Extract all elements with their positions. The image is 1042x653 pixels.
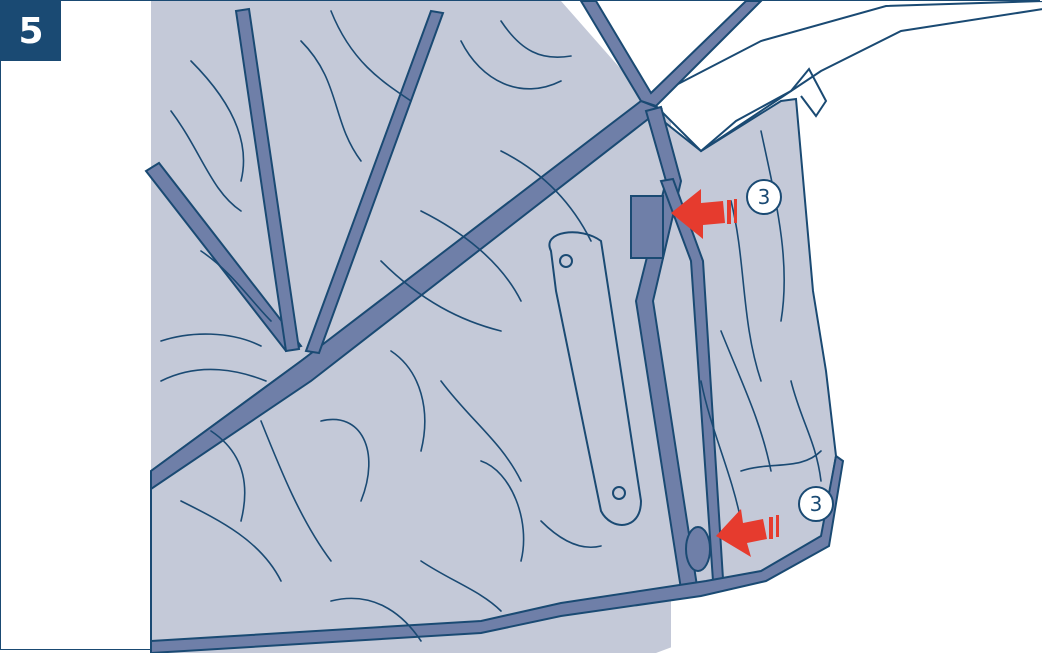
callout-label-2: 3: [810, 492, 823, 516]
clip-bottom: [686, 527, 710, 571]
step-number-badge: 5: [1, 1, 61, 61]
clip-top: [631, 196, 663, 258]
callout-label-1: 3: [758, 185, 771, 209]
